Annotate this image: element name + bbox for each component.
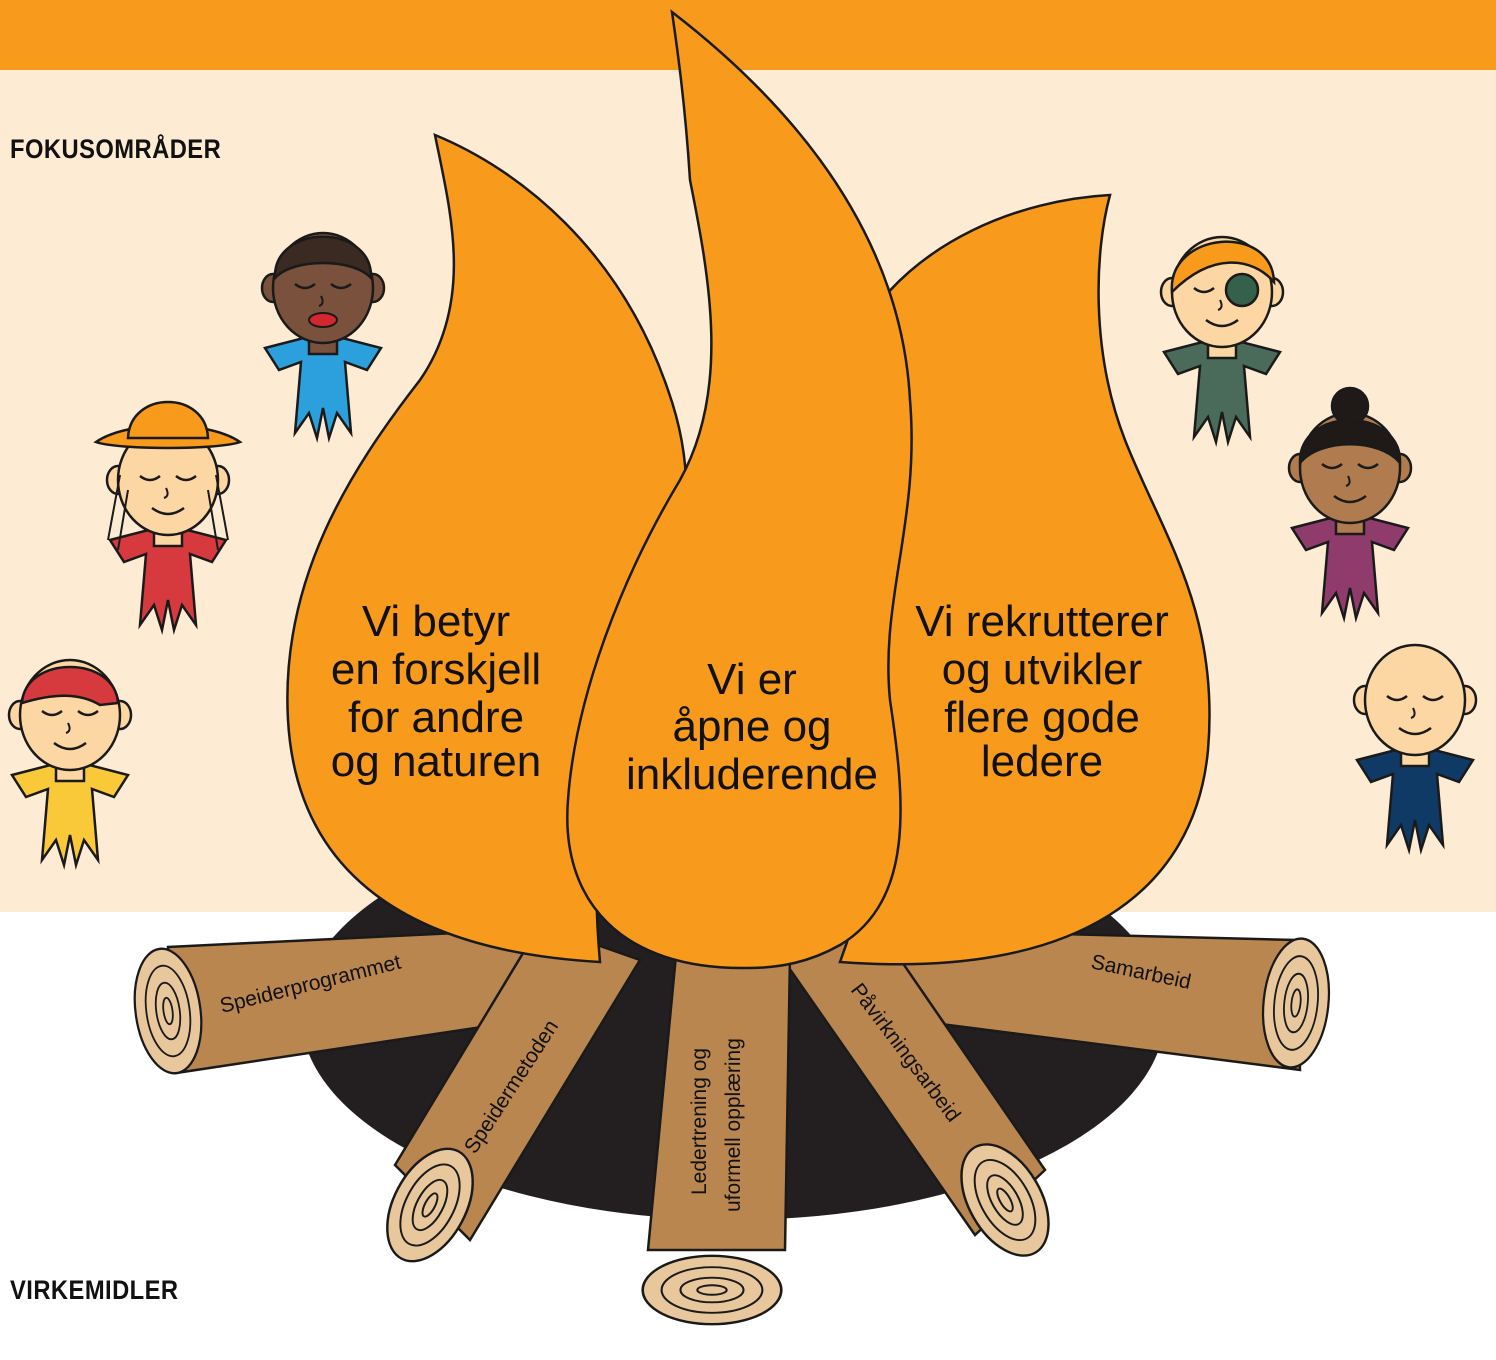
log-label-ledertrening-2: uformell opplæring bbox=[722, 1038, 745, 1212]
top-color-band bbox=[0, 0, 1496, 70]
heading-focus-areas: FOKUSOMRÅDER bbox=[10, 134, 222, 164]
log-speiderprogrammet: Speiderprogrammet bbox=[126, 926, 597, 1079]
flame-center-line-1: Vi er bbox=[707, 655, 797, 704]
log-samarbeid: Samarbeid bbox=[868, 928, 1337, 1072]
flame-right-text: Vi rekrutterer og utvikler flere gode le… bbox=[915, 597, 1169, 786]
scout-cap-wink-icon bbox=[7, 658, 133, 870]
flame-right-line-1: Vi rekrutterer bbox=[915, 597, 1169, 646]
flame-center bbox=[566, 9, 913, 970]
flame-left-text: Vi betyr en forskjell for andre og natur… bbox=[331, 597, 541, 786]
flame-center-line-2: åpne og bbox=[672, 702, 831, 751]
heading-means: VIRKEMIDLER bbox=[10, 1275, 179, 1305]
flame-left-line-2: en forskjell bbox=[331, 645, 541, 694]
scout-hat-icon bbox=[93, 400, 243, 635]
scout-curly-hair-icon bbox=[260, 231, 386, 443]
flame-left-line-3: for andre bbox=[348, 693, 524, 742]
flame-center-line-3: inkluderende bbox=[626, 750, 878, 799]
log-label-ledertrening-1: Ledertrening og bbox=[688, 1048, 711, 1195]
flame-left-line-1: Vi betyr bbox=[362, 597, 510, 646]
flame-right-line-4: ledere bbox=[981, 737, 1103, 786]
scout-eyepatch-icon bbox=[1159, 235, 1285, 447]
flame-left-line-4: og naturen bbox=[331, 737, 541, 786]
flame-right-line-3: flere gode bbox=[944, 693, 1140, 742]
flame-right-line-2: og utvikler bbox=[942, 645, 1143, 694]
scout-bald-icon bbox=[1352, 643, 1478, 855]
scout-bun-icon bbox=[1287, 386, 1413, 623]
flame-center-text: Vi er åpne og inkluderende bbox=[626, 655, 878, 799]
scouts-layer bbox=[7, 231, 1478, 870]
